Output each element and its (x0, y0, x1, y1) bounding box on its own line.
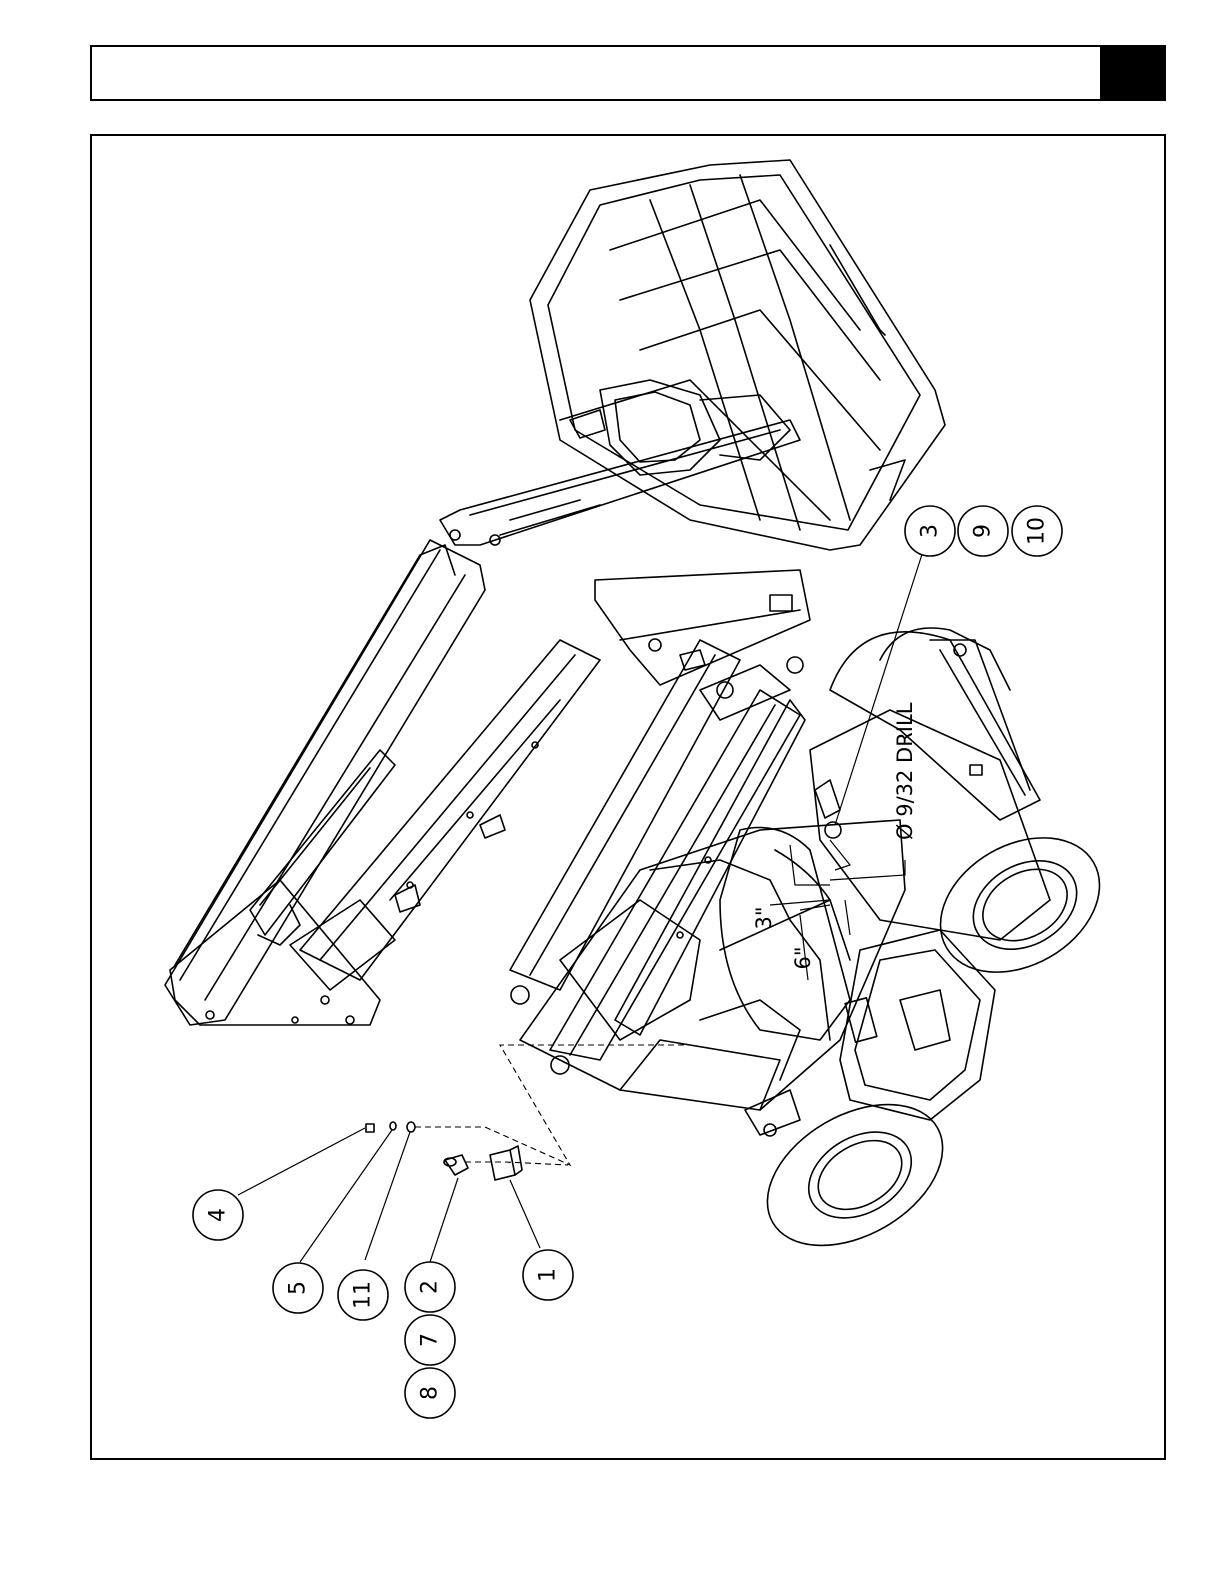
callout-7: 7 (418, 1333, 443, 1347)
callout-8: 8 (418, 1386, 443, 1400)
mast-links (300, 570, 810, 1074)
callout-9: 9 (971, 524, 996, 538)
callout-2: 2 (418, 1280, 443, 1294)
drill-note: Ø 9/32 DRILL (893, 702, 917, 840)
callout-10: 10 (1025, 517, 1050, 545)
callout-11: 11 (351, 1281, 376, 1309)
chassis-base (520, 628, 1124, 1274)
assembly-lines (415, 1045, 685, 1165)
exploded-hardware (366, 1122, 522, 1180)
dimension-6-inch: 6" (791, 946, 815, 969)
platform-basket (530, 160, 945, 550)
callout-5: 5 (286, 1281, 311, 1295)
upper-boom (165, 540, 485, 1025)
callout-3: 3 (918, 524, 943, 538)
callout-1: 1 (536, 1268, 561, 1282)
callout-4: 4 (206, 1208, 231, 1222)
dimension-3-inch: 3" (752, 906, 776, 929)
